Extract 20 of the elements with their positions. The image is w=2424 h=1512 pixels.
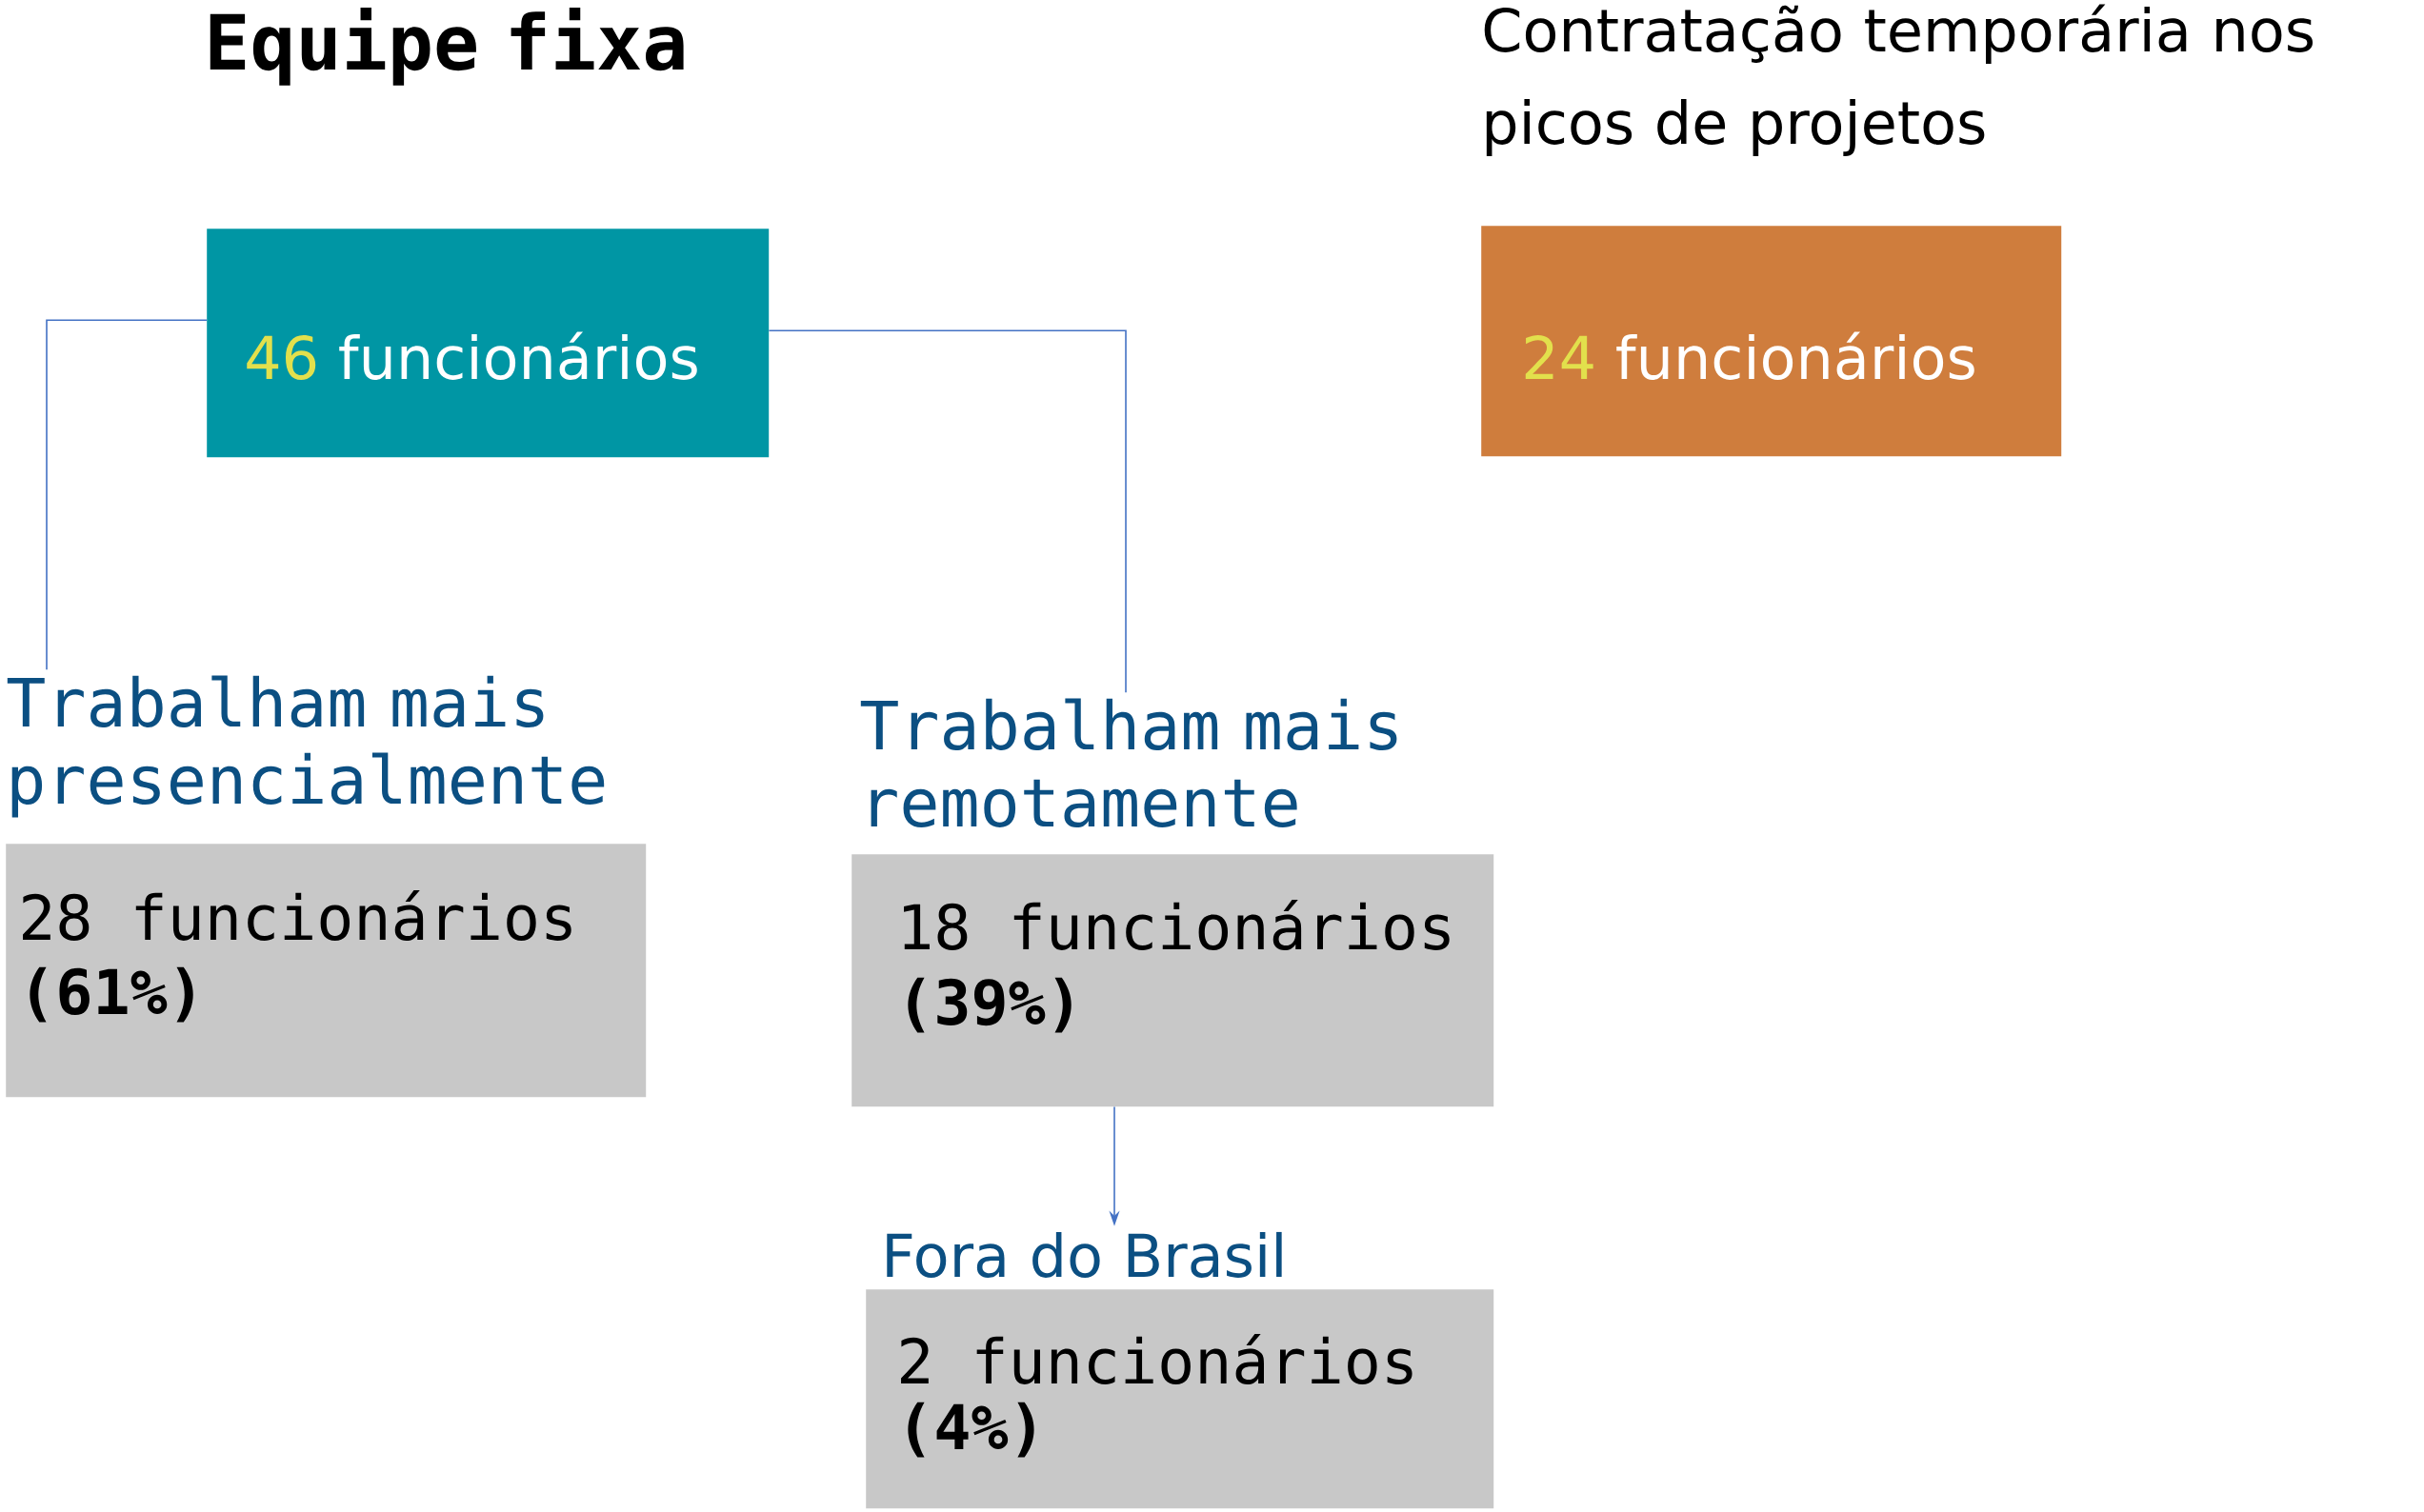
- heading: Fora do Brasil: [887, 1231, 1282, 1278]
- heading: Trabalham mais remotamente: [860, 698, 1397, 827]
- count-label: 28 funcionários: [23, 890, 571, 941]
- percent-label: (61%): [30, 966, 193, 1023]
- info-box: [6, 675, 647, 1098]
- count-label: 2 funcionários: [901, 1334, 1412, 1384]
- count-label: 18 funcionários: [904, 900, 1450, 950]
- connector: [768, 329, 1127, 694]
- percent-label: (4%): [908, 1402, 1034, 1458]
- count-label: 46 funcionários: [247, 331, 697, 380]
- staff-box: [1481, 4, 2314, 457]
- count-label: 24 funcionários: [1525, 331, 1974, 380]
- heading: Trabalham mais presencialmente: [7, 675, 605, 818]
- heading: Equipe fixa: [210, 7, 684, 86]
- info-box: [851, 698, 1494, 1107]
- heading: Contratação temporária nos picos de projetos: [1484, 4, 2314, 156]
- percent-label: (39%): [908, 977, 1072, 1033]
- info-box: [866, 1231, 1494, 1509]
- staff-box: [207, 7, 770, 458]
- connector: [46, 319, 208, 671]
